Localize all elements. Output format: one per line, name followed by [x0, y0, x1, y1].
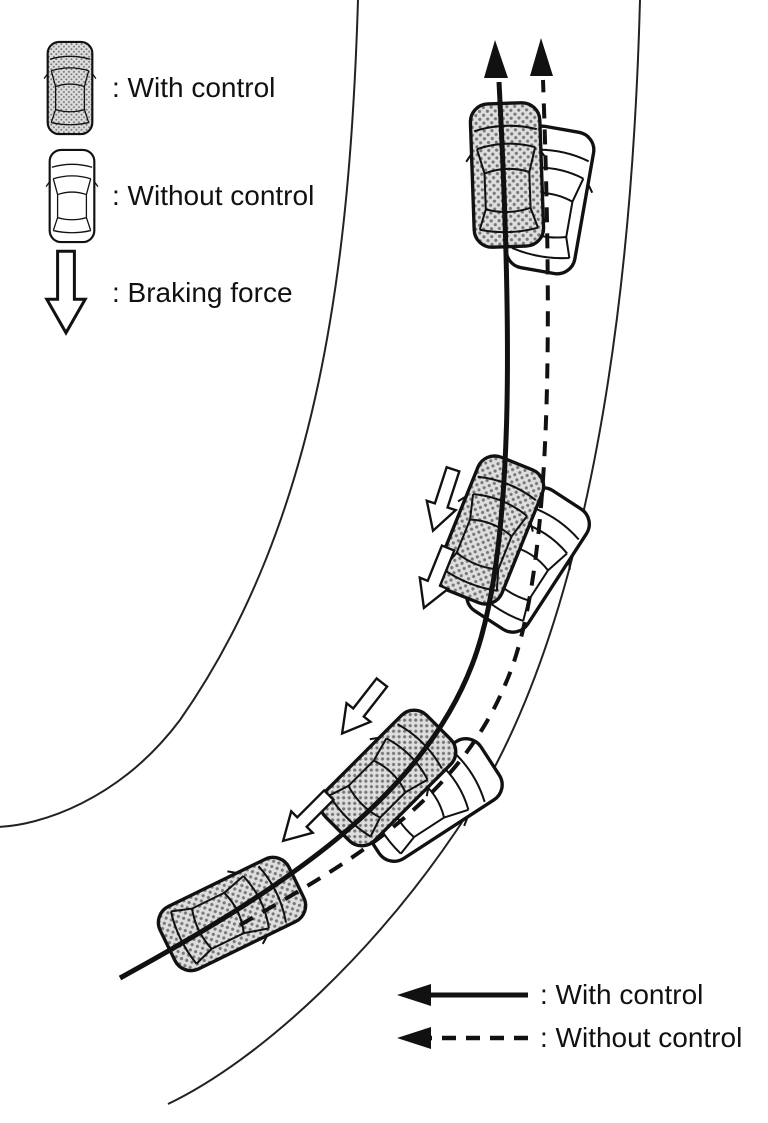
dashed-left-arrowhead-icon — [397, 1027, 431, 1049]
legend: : With control : Without control : Braki… — [43, 40, 314, 335]
trajectory-with-control — [118, 81, 510, 981]
legend-with-control-label: : With control — [112, 72, 275, 103]
solid-left-arrowhead-icon — [397, 984, 431, 1006]
trajectory-without-control-arrowhead-icon — [530, 38, 553, 76]
car-shaded-icon — [43, 40, 97, 136]
trajectory-legend-with-control-label: : With control — [540, 979, 703, 1010]
trajectory-without-control — [239, 79, 550, 927]
car-outline-icon — [45, 148, 99, 244]
legend-without-control-label: : Without control — [112, 180, 314, 211]
trajectory-legend-without-control-label: : Without control — [540, 1022, 742, 1053]
legend-braking-force-label: : Braking force — [112, 277, 293, 308]
trajectory-legend: : With control : Without control — [397, 979, 742, 1053]
hollow-down-arrow-icon — [45, 249, 87, 335]
road-outer-edge — [167, 0, 641, 1105]
trajectory-with-control-arrowhead-icon — [484, 40, 508, 78]
road-inner-edge — [0, 0, 359, 828]
